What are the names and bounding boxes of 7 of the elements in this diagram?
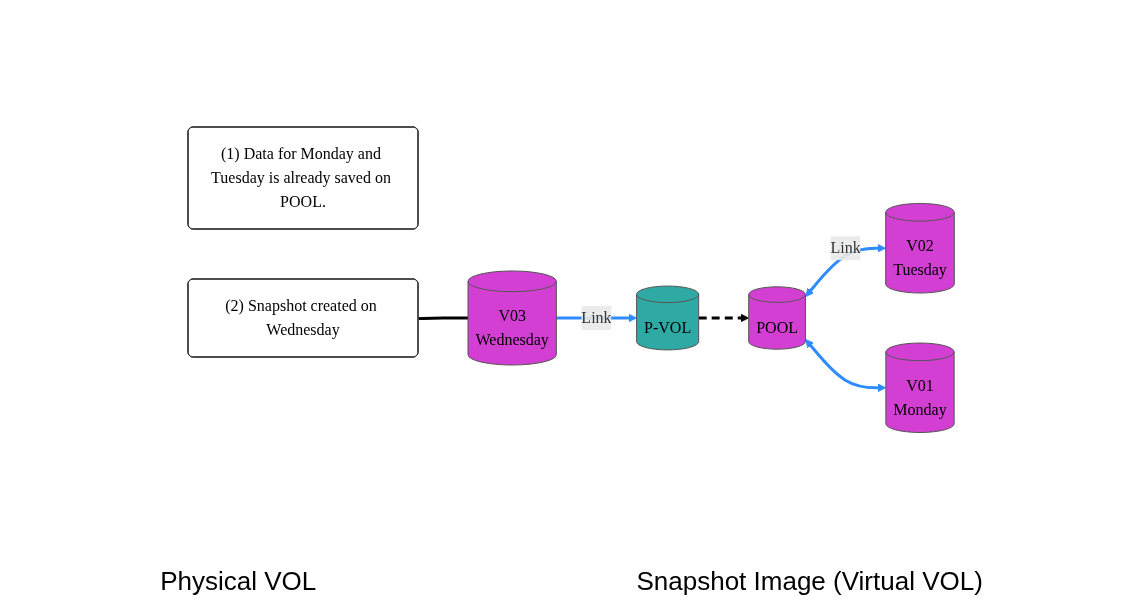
arrow	[805, 339, 887, 393]
connector	[418, 316, 469, 321]
edge-label: Link	[581, 309, 612, 327]
arrow	[699, 313, 750, 323]
section-heading: Snapshot Image (Virtual VOL)	[636, 566, 983, 597]
section-heading: Physical VOL	[160, 566, 317, 597]
edge-label: Link	[830, 239, 862, 257]
